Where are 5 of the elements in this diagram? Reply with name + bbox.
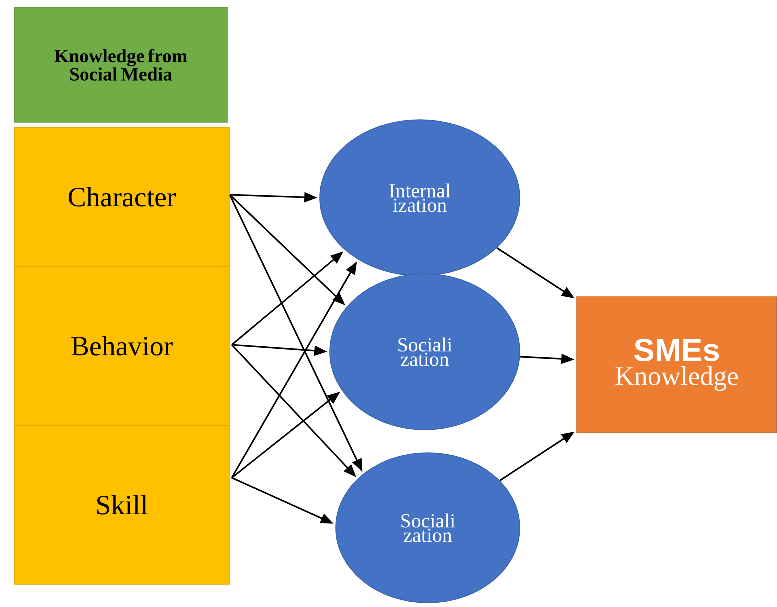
- factor-box: Character: [14, 127, 230, 267]
- header-box: Knowledge from Social Media: [14, 7, 228, 123]
- result-box: SMEs Knowledge: [576, 296, 777, 434]
- factor-box: Behavior: [14, 266, 230, 426]
- factor-box: Skill: [14, 425, 230, 585]
